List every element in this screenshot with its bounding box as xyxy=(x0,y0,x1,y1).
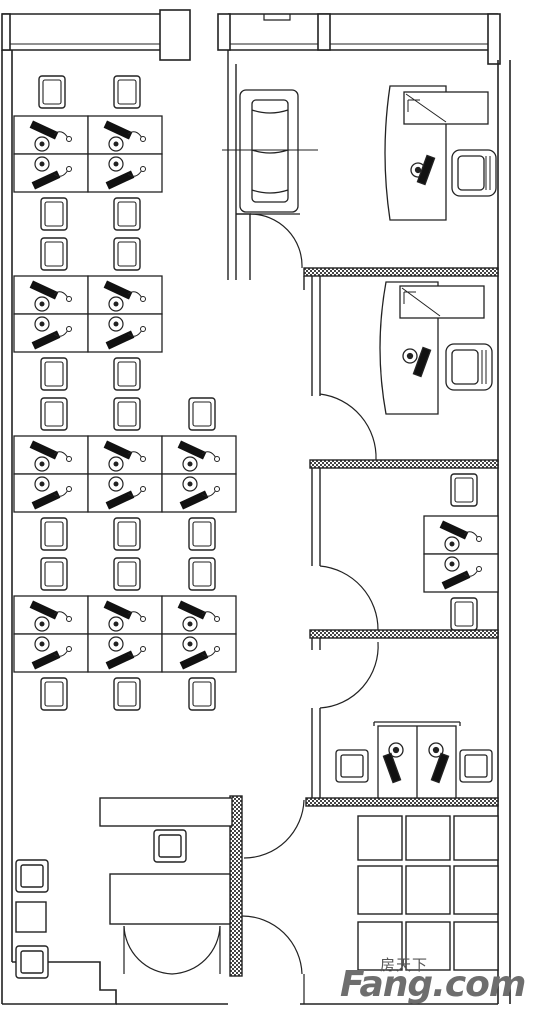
office-room-paired-desks xyxy=(335,721,493,799)
watermark-brand: Fang.com xyxy=(340,964,526,1005)
watermark: 房天下 Fang.com xyxy=(336,950,526,1010)
doors xyxy=(123,213,379,1004)
manager-office-2 xyxy=(379,281,493,415)
outer-walls xyxy=(1,9,511,1005)
interior-partitions xyxy=(227,50,499,977)
small-office xyxy=(423,473,499,631)
manager-office-1 xyxy=(222,85,497,221)
storage-cabinets xyxy=(357,815,499,971)
watermark-chinese: 房天下 xyxy=(380,956,429,974)
reception-area xyxy=(15,797,233,979)
open-office-workstations xyxy=(13,75,237,711)
